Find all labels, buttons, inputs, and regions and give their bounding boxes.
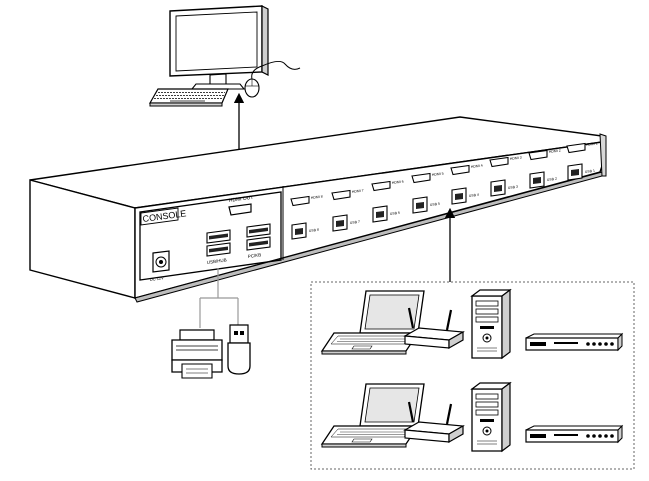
hdmi-label-7: HDMI 7: [352, 188, 364, 194]
usb-pc-kb-label: PC/KB: [247, 252, 261, 259]
usb-port-1[interactable]: [567, 163, 583, 181]
usb-port-4[interactable]: [451, 187, 467, 205]
hdmi-label-3: HDMI 3: [510, 155, 522, 161]
usb-stick-icon: [227, 324, 251, 375]
hdmi-port-8[interactable]: [290, 195, 310, 207]
hdmi-input-ports: [290, 142, 586, 207]
dvd-player-icon: [525, 333, 623, 351]
usb-port-3[interactable]: [490, 179, 506, 197]
hdmi-port-2[interactable]: [528, 149, 548, 161]
mouse-icon: [244, 60, 301, 98]
usb-port-2[interactable]: [529, 171, 545, 189]
usb-input-labels: USB 8 USB 7 USB 6 USB 5 USB 4 USB 3 USB …: [309, 169, 596, 233]
printer-icon: [171, 329, 223, 379]
hdmi-label-2: HDMI 2: [549, 148, 561, 154]
hdmi-input-labels: HDMI 8 HDMI 7 HDMI 6 HDMI 5 HDMI 4 HDMI …: [311, 141, 598, 200]
hdmi-label-5: HDMI 5: [432, 171, 444, 177]
hdmi-port-1[interactable]: [566, 142, 586, 154]
dc-label: DC 12V: [149, 275, 164, 282]
usb-port-5[interactable]: [412, 196, 428, 214]
usb-hub-connection: [199, 268, 239, 328]
usb-hub-ports[interactable]: [206, 229, 231, 257]
usb-label-7: USB 7: [350, 220, 361, 225]
tower-pc-icon: [471, 289, 511, 359]
hdmi-label-6: HDMI 6: [392, 179, 404, 185]
hdmi-port-6[interactable]: [371, 180, 391, 192]
hdmi-port-4[interactable]: [450, 164, 470, 176]
hdmi-port-5[interactable]: [411, 172, 431, 184]
monitor-icon: [169, 5, 269, 90]
console-panel: CONSOLE: [139, 191, 282, 281]
usb-label-5: USB 5: [430, 202, 441, 207]
usb-port-7[interactable]: [332, 214, 348, 232]
usb-label-6: USB 6: [390, 211, 401, 216]
usb-pc-kb-ports[interactable]: [246, 223, 271, 251]
usb-label-8: USB 8: [309, 228, 320, 233]
usb-label-1: USB 1: [585, 169, 596, 174]
dvd-player-icon: [525, 425, 623, 443]
usb-label-4: USB 4: [469, 193, 480, 198]
input-devices-box: [310, 281, 635, 470]
dc-power-port[interactable]: [152, 250, 170, 273]
hdmi-port-7[interactable]: [331, 189, 351, 201]
keyboard-icon: [148, 88, 229, 107]
kvm-switch: [29, 116, 607, 303]
usb-port-8[interactable]: [291, 222, 307, 240]
usb-hub-label: USB/HUB: [206, 257, 226, 265]
hdmi-out-label: HDMI OUT: [228, 195, 253, 204]
hdmi-port-3[interactable]: [489, 156, 509, 168]
tower-pc-icon: [471, 382, 511, 452]
usb-label-2: USB 2: [547, 177, 558, 182]
hdmi-label-1: HDMI 1: [586, 141, 598, 147]
usb-label-3: USB 3: [508, 185, 519, 190]
hdmi-out-port[interactable]: [228, 203, 252, 216]
hdmi-label-4: HDMI 4: [471, 163, 483, 169]
hdmi-label-8: HDMI 8: [311, 194, 323, 200]
usb-input-ports: [291, 163, 583, 240]
usb-port-6[interactable]: [372, 205, 388, 223]
